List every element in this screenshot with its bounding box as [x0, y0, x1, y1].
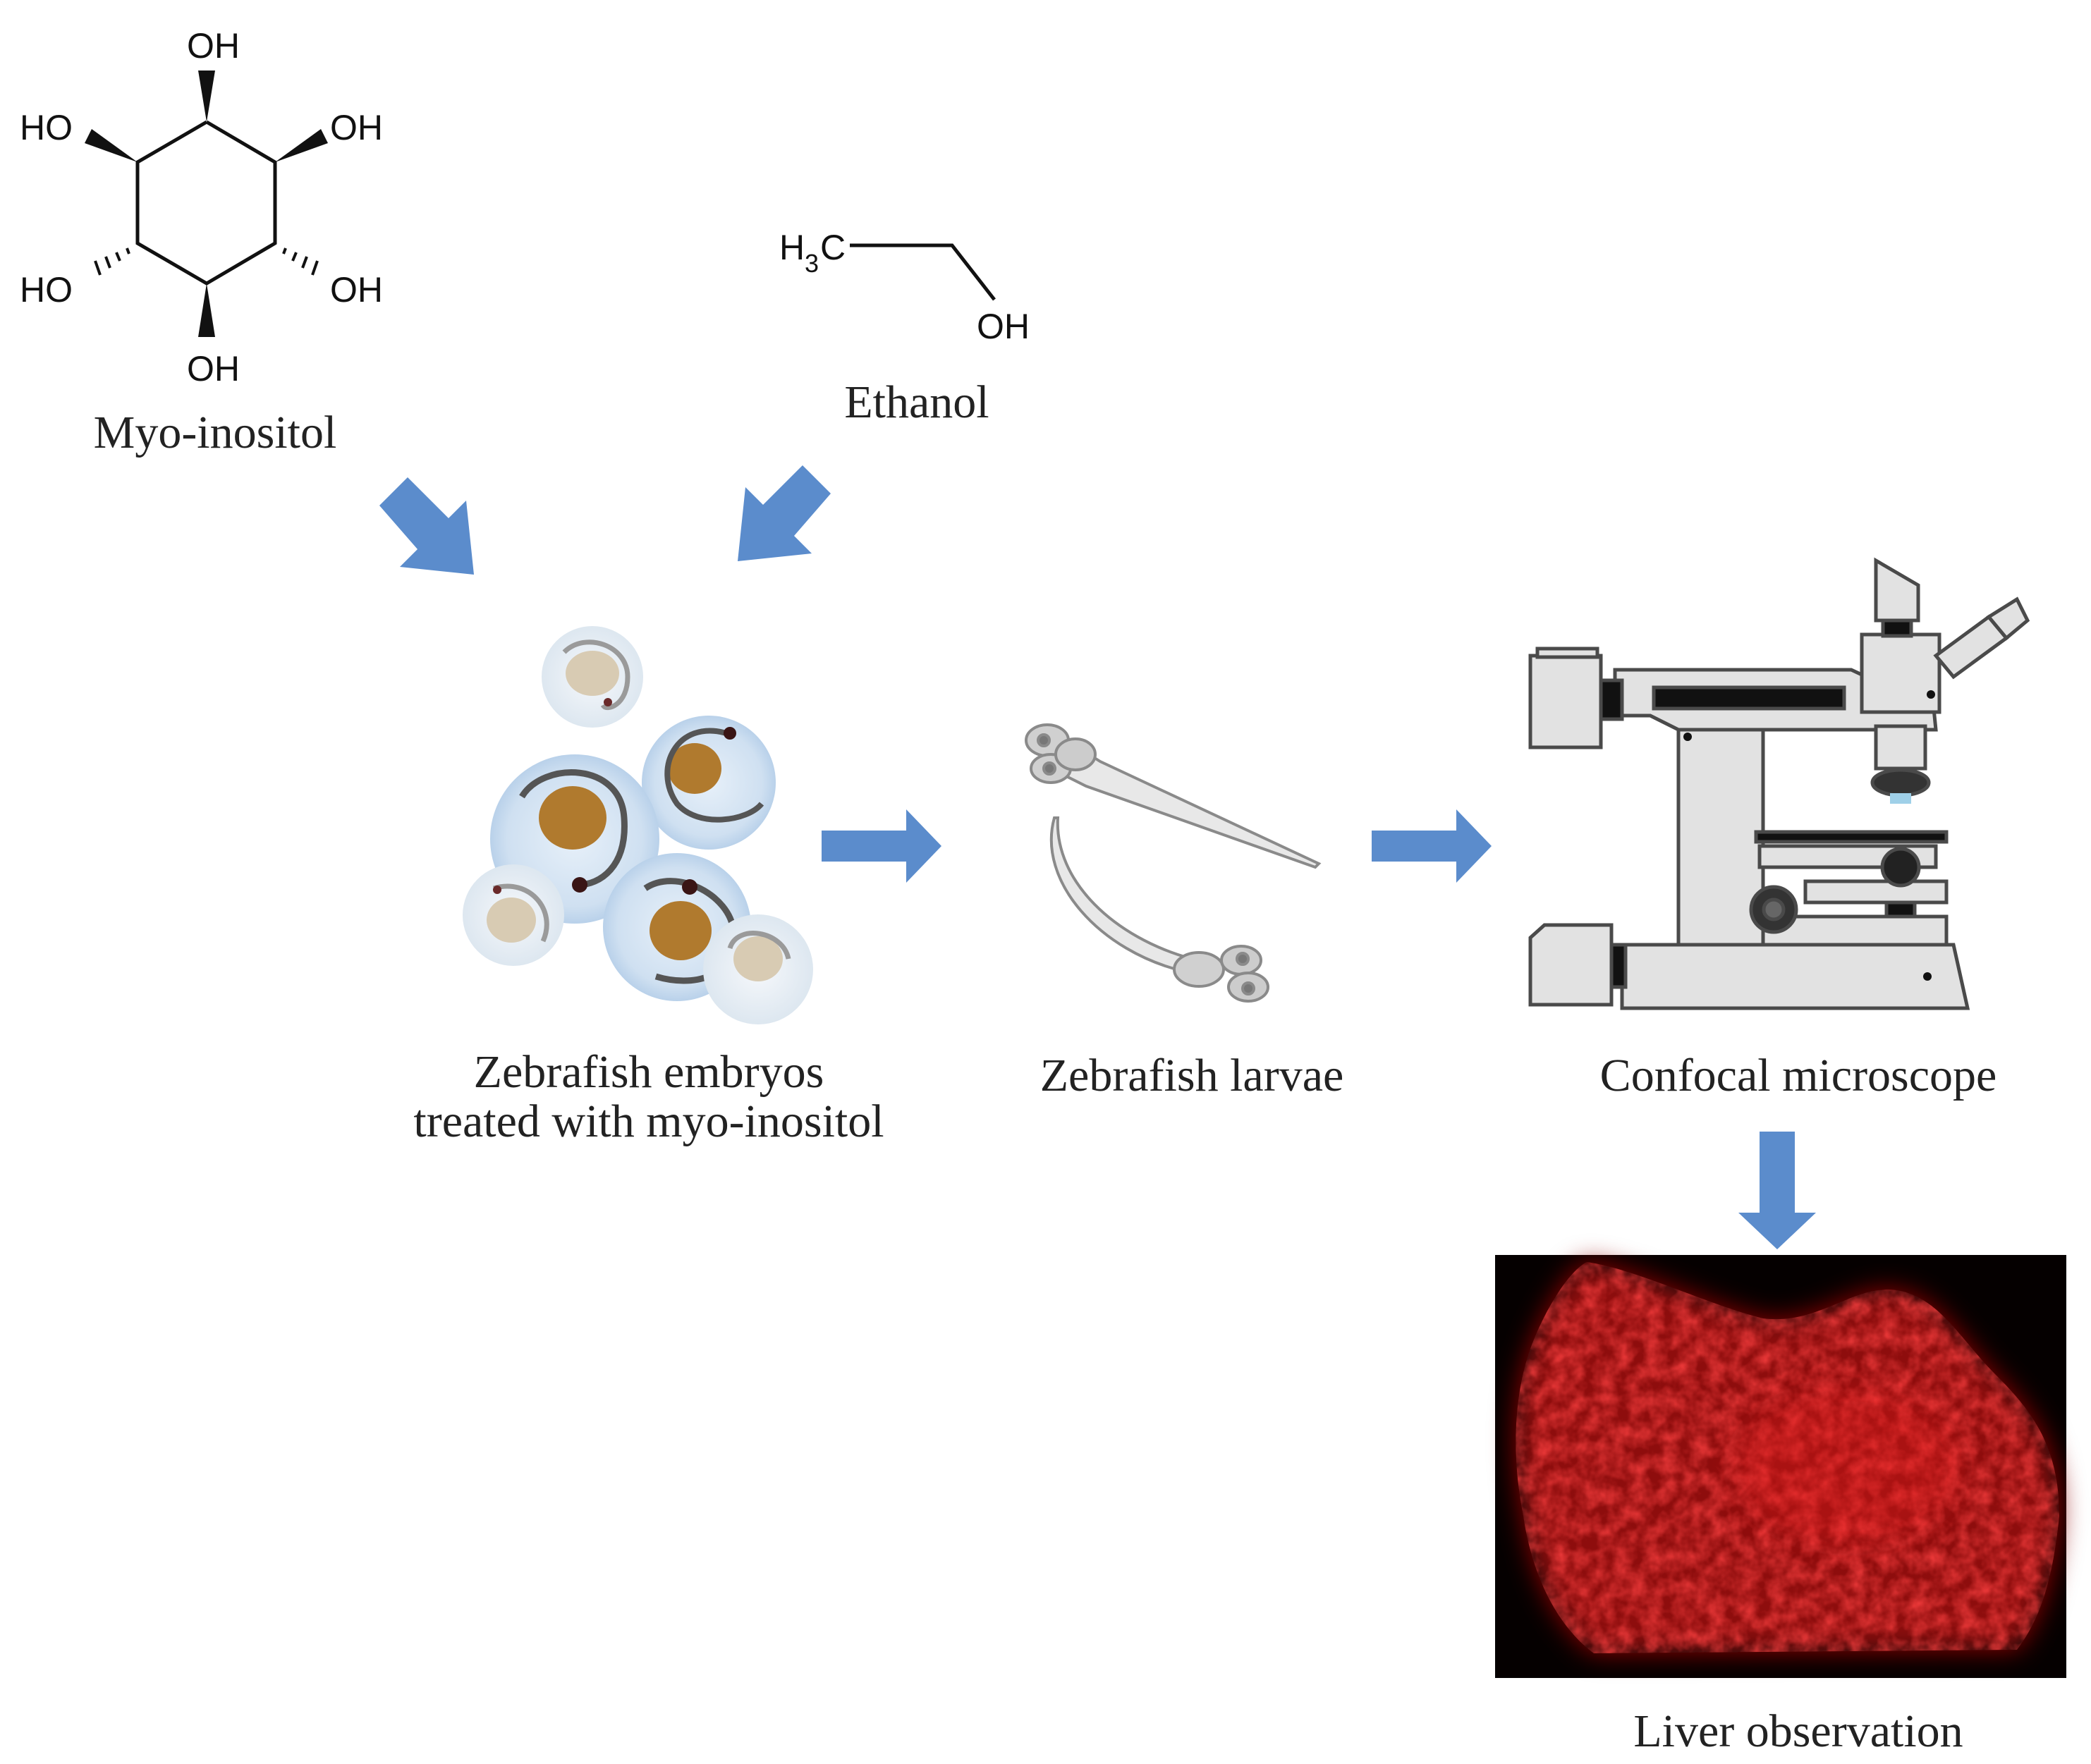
oh-lower-right: OH: [330, 270, 383, 310]
oh-upper-right: OH: [330, 108, 383, 147]
myo-inositol-label: Myo-inositol: [93, 407, 337, 458]
embryo-cluster-icon: [463, 626, 813, 1024]
ethanol-label: Ethanol: [844, 376, 989, 428]
embryos-label-line1: Zebrafish embryos: [473, 1046, 824, 1098]
down-arrow-icon: [1738, 1132, 1816, 1249]
ethanol-structure: H 3 C OH: [779, 228, 1030, 346]
myo-inositol-structure: [85, 71, 328, 337]
microscope-label: Confocal microscope: [1599, 1050, 1997, 1101]
ho-upper-left: HO: [20, 108, 73, 147]
larva-icon: [1025, 723, 1322, 1003]
ethanol-oh: OH: [977, 307, 1030, 346]
oh-bottom: OH: [187, 349, 240, 388]
right-arrow-icon: [1372, 809, 1492, 883]
h3c-h: H: [779, 228, 805, 267]
oh-top: OH: [187, 26, 240, 66]
downleft-arrow-icon: [738, 465, 831, 561]
liver-label: Liver observation: [1633, 1705, 1963, 1757]
liver-fluorescence-image: [1495, 1255, 2066, 1678]
downright-arrow-icon: [379, 477, 474, 575]
ho-lower-left: HO: [20, 270, 73, 310]
right-arrow-icon: [822, 809, 941, 883]
embryos-label-line2: treated with myo-inositol: [413, 1096, 884, 1147]
h3c-c: C: [820, 228, 846, 267]
microscope-icon: [1528, 557, 2030, 1010]
h3c-subscript: 3: [805, 249, 819, 278]
larvae-label: Zebrafish larvae: [1040, 1050, 1344, 1101]
